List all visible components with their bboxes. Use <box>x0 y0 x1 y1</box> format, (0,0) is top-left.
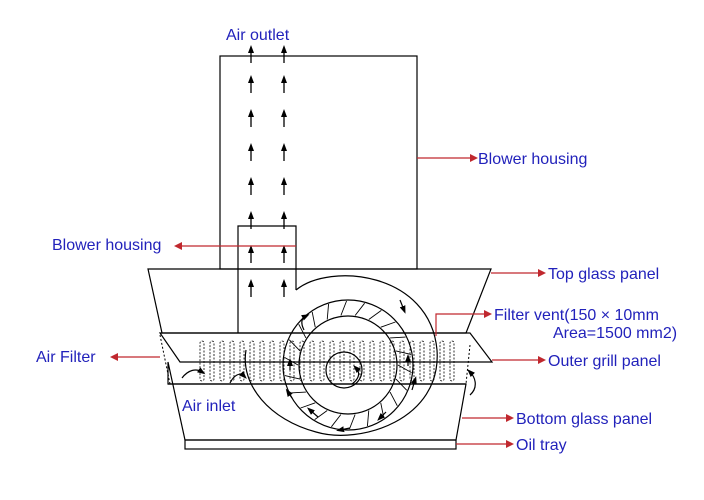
filter-slot <box>269 340 275 382</box>
fan-blade <box>368 310 382 320</box>
filter-slot <box>329 340 335 382</box>
filter-slot <box>309 340 315 382</box>
fan-blade <box>298 323 307 339</box>
filter-slot <box>449 340 455 382</box>
filter-slot <box>219 340 225 382</box>
fan-blade <box>390 336 406 339</box>
fan-blade <box>284 356 299 366</box>
leader-lines <box>110 154 546 448</box>
blower-housing-chimney <box>219 55 418 270</box>
filter-slot <box>199 340 205 382</box>
filter-slot <box>319 340 325 382</box>
label-oil-tray: Oil tray <box>516 437 567 454</box>
label-filter-vent-line1: Filter vent(150 × 10mm <box>494 307 659 324</box>
filter-side-dotted-right <box>465 344 471 385</box>
fan-blade <box>395 350 412 355</box>
label-bottom-glass-panel: Bottom glass panel <box>516 411 652 428</box>
label-blower-housing-left: Blower housing <box>52 237 161 254</box>
filter-slot <box>439 340 445 382</box>
fan-blade <box>395 378 408 391</box>
fan-blade <box>397 364 412 374</box>
fan-blade <box>290 391 306 394</box>
filter-slot <box>259 340 265 382</box>
inner-duct <box>237 225 297 333</box>
fan-blade <box>284 375 301 380</box>
outer-grill-panel-shape <box>158 332 494 363</box>
filter-slot <box>339 340 345 382</box>
filter-slot <box>209 340 215 382</box>
filter-slot <box>239 340 245 382</box>
filter-slot <box>399 340 405 382</box>
label-blower-housing-right: Blower housing <box>478 151 587 168</box>
bottom-glass-panel-shape <box>167 361 467 441</box>
filter-slot <box>389 340 395 382</box>
filter-slot <box>229 340 235 382</box>
flow-arrows <box>248 45 287 297</box>
fan-blade <box>366 410 370 427</box>
fan-blade <box>300 402 316 409</box>
filter-slot <box>369 340 375 382</box>
label-top-glass-panel: Top glass panel <box>548 266 659 283</box>
oil-tray-shape <box>184 439 457 450</box>
label-air-filter: Air Filter <box>36 349 96 366</box>
filter-slot <box>429 340 435 382</box>
fan-blade <box>389 391 398 407</box>
filter-slot <box>279 340 285 382</box>
fan-blade <box>340 300 347 316</box>
fan-outer-ring <box>282 299 414 431</box>
fan-blade <box>326 303 330 320</box>
label-filter-vent-line2: Area=1500 mm2) <box>553 325 677 342</box>
label-outer-grill-panel: Outer grill panel <box>548 353 661 370</box>
fan-blade <box>349 414 356 430</box>
blower-scroll <box>244 275 438 436</box>
fan-inner-ring <box>298 315 398 415</box>
fan-blade <box>288 339 301 352</box>
fan-blade <box>354 302 365 316</box>
fan-blade <box>331 414 342 428</box>
label-air-inlet: Air inlet <box>182 398 236 415</box>
filter-slot <box>349 340 355 382</box>
filter-slot <box>249 340 255 382</box>
circulation-arrows <box>181 299 476 433</box>
filter-slot <box>379 340 385 382</box>
fan-blades <box>284 300 412 430</box>
fan-blade <box>314 410 328 420</box>
label-air-outlet: Air outlet <box>226 27 290 44</box>
filter-slot <box>289 340 295 382</box>
filter-slot <box>299 340 305 382</box>
fan-blade <box>380 321 396 328</box>
fan-blade <box>311 311 316 328</box>
filter-slot <box>419 340 425 382</box>
fan-hub <box>325 351 363 389</box>
filter-slots <box>199 340 455 382</box>
filter-slot <box>359 340 365 382</box>
filter-slot <box>409 340 415 382</box>
